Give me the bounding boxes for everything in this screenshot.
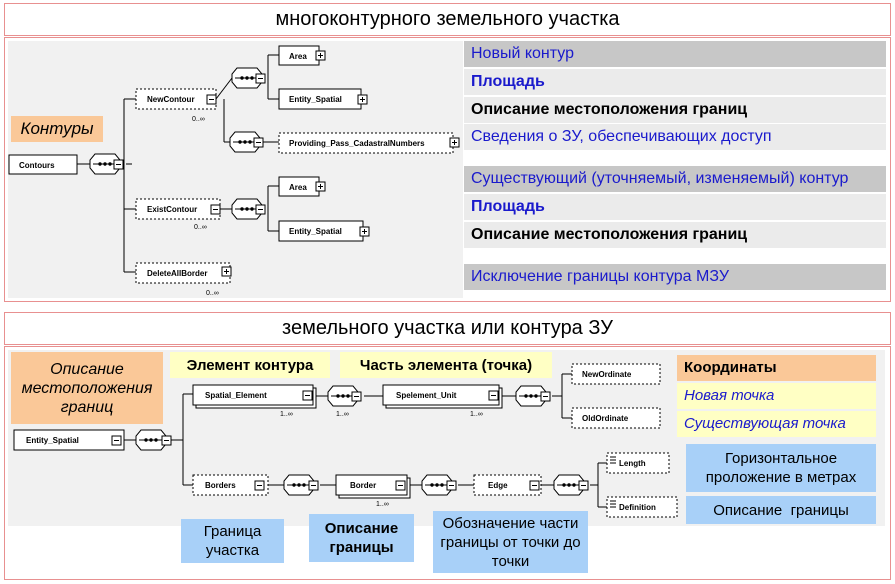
part-designation-label: Обозначение части границы от точки до то… — [433, 511, 588, 573]
row-new-contour: Новый контур — [464, 41, 886, 67]
new-point-label: Новая точка — [677, 383, 876, 409]
node-delete-all-border[interactable]: DeleteAllBorder — [135, 262, 231, 284]
bottom-title: земельного участка или контура ЗУ — [282, 317, 613, 339]
node-entity-spatial-2-label: Entity_Spatial — [289, 227, 342, 236]
node-edge-label: Edge — [488, 481, 508, 490]
contours-label: Контуры — [11, 116, 103, 142]
node-entity-spatial-1[interactable]: Entity_Spatial — [278, 88, 362, 110]
horizontal-distance-label: Горизонтальное проложение в метрах — [686, 444, 876, 492]
collapse-icon[interactable] — [206, 94, 217, 105]
row-exclude-border: Исключение границы контура МЗУ — [464, 264, 886, 290]
node-spelement-unit-label: Spelement_Unit — [396, 391, 457, 400]
collapse-icon[interactable] — [578, 480, 589, 491]
node-new-ordinate-label: NewOrdinate — [582, 370, 632, 379]
node-new-contour-label: NewContour — [147, 95, 195, 104]
border-description-right: Описание границы — [686, 496, 876, 524]
node-entity-spatial-2[interactable]: Entity_Spatial — [278, 220, 364, 242]
mult-label: 1..∞ — [470, 411, 483, 418]
collapse-icon[interactable] — [113, 159, 124, 170]
node-entity-spatial[interactable]: Entity_Spatial — [13, 429, 125, 451]
existing-point-label: Существующая точка — [677, 411, 876, 437]
collapse-icon[interactable] — [446, 480, 457, 491]
top-title-box: многоконтурного земельного участка — [4, 3, 891, 36]
row-area-2: Площадь — [464, 194, 886, 220]
node-definition-label: Definition — [619, 503, 656, 512]
node-spelement-unit[interactable]: Spelement_Unit — [382, 384, 503, 409]
collapse-icon[interactable] — [255, 73, 266, 84]
node-border[interactable]: Border — [335, 474, 411, 499]
expand-icon[interactable] — [315, 50, 326, 61]
row-area-1: Площадь — [464, 69, 886, 95]
row-boundary-desc-1: Описание местоположения границ — [464, 97, 886, 123]
node-area-2[interactable]: Area — [278, 176, 320, 197]
expand-icon[interactable] — [221, 266, 232, 277]
node-providing-pass[interactable]: Providing_Pass_CadastralNumbers — [278, 132, 454, 154]
node-contours-label: Contours — [19, 161, 55, 170]
node-new-contour[interactable]: NewContour — [135, 88, 217, 110]
collapse-icon[interactable] — [210, 204, 221, 215]
node-area-2-label: Area — [289, 183, 307, 192]
node-spatial-element-label: Spatial_Element — [205, 391, 267, 400]
node-length[interactable]: Length — [606, 452, 670, 474]
expand-icon[interactable] — [315, 181, 326, 192]
row-existing-contour: Существующий (уточняемый, изменяемый) ко… — [464, 166, 886, 192]
row-access-info: Сведения о ЗУ, обеспечивающих доступ — [464, 124, 886, 150]
collapse-icon[interactable] — [161, 435, 172, 446]
expand-icon[interactable] — [357, 94, 368, 105]
node-definition[interactable]: Definition — [606, 496, 678, 518]
node-contours[interactable]: Contours — [8, 154, 78, 175]
top-title: многоконтурного земельного участка — [275, 8, 620, 30]
node-border-label: Border — [350, 481, 376, 490]
part-label: Часть элемента (точка) — [340, 352, 552, 378]
node-length-label: Length — [619, 459, 646, 468]
node-old-ordinate[interactable]: OldOrdinate — [571, 407, 661, 429]
node-area-1-label: Area — [289, 52, 307, 61]
collapse-icon[interactable] — [540, 391, 551, 402]
mult-label: 0..∞ — [206, 290, 219, 297]
node-exist-contour-label: ExistContour — [147, 205, 197, 214]
collapse-icon[interactable] — [351, 391, 362, 402]
mult-label: 1..∞ — [336, 411, 349, 418]
coords-title: Координаты — [677, 355, 876, 381]
mult-label: 0..∞ — [192, 116, 205, 123]
node-area-1[interactable]: Area — [278, 45, 320, 66]
node-entity-spatial-1-label: Entity_Spatial — [289, 95, 342, 104]
collapse-icon[interactable] — [395, 480, 406, 491]
node-new-ordinate[interactable]: NewOrdinate — [571, 363, 661, 385]
collapse-icon[interactable] — [255, 204, 266, 215]
node-old-ordinate-label: OldOrdinate — [582, 414, 629, 423]
node-borders[interactable]: Borders — [192, 474, 269, 496]
node-borders-label: Borders — [205, 481, 236, 490]
collapse-icon[interactable] — [302, 390, 313, 401]
collapse-icon[interactable] — [529, 480, 540, 491]
mult-label: 1..∞ — [280, 411, 293, 418]
row-boundary-desc-2: Описание местоположения границ — [464, 222, 886, 248]
border-description-label: Описание границы — [309, 514, 414, 562]
node-exist-contour[interactable]: ExistContour — [135, 198, 221, 220]
collapse-icon[interactable] — [308, 480, 319, 491]
node-providing-pass-label: Providing_Pass_CadastralNumbers — [289, 139, 425, 148]
mult-label: 0..∞ — [194, 224, 207, 231]
node-delete-all-border-label: DeleteAllBorder — [147, 269, 207, 278]
node-edge[interactable]: Edge — [473, 474, 542, 496]
expand-icon[interactable] — [449, 137, 460, 148]
collapse-icon[interactable] — [488, 390, 499, 401]
parcel-border-label: Граница участка — [181, 519, 284, 563]
collapse-icon[interactable] — [254, 480, 265, 491]
node-entity-spatial-label: Entity_Spatial — [26, 436, 79, 445]
collapse-icon[interactable] — [111, 435, 122, 446]
bottom-title-box: земельного участка или контура ЗУ — [4, 312, 891, 345]
boundary-location-label: Описание местоположения границ — [11, 352, 163, 424]
expand-icon[interactable] — [359, 226, 370, 237]
mult-label: 1..∞ — [376, 501, 389, 508]
node-spatial-element[interactable]: Spatial_Element — [192, 384, 317, 409]
collapse-icon[interactable] — [253, 137, 264, 148]
element-label: Элемент контура — [170, 352, 330, 378]
